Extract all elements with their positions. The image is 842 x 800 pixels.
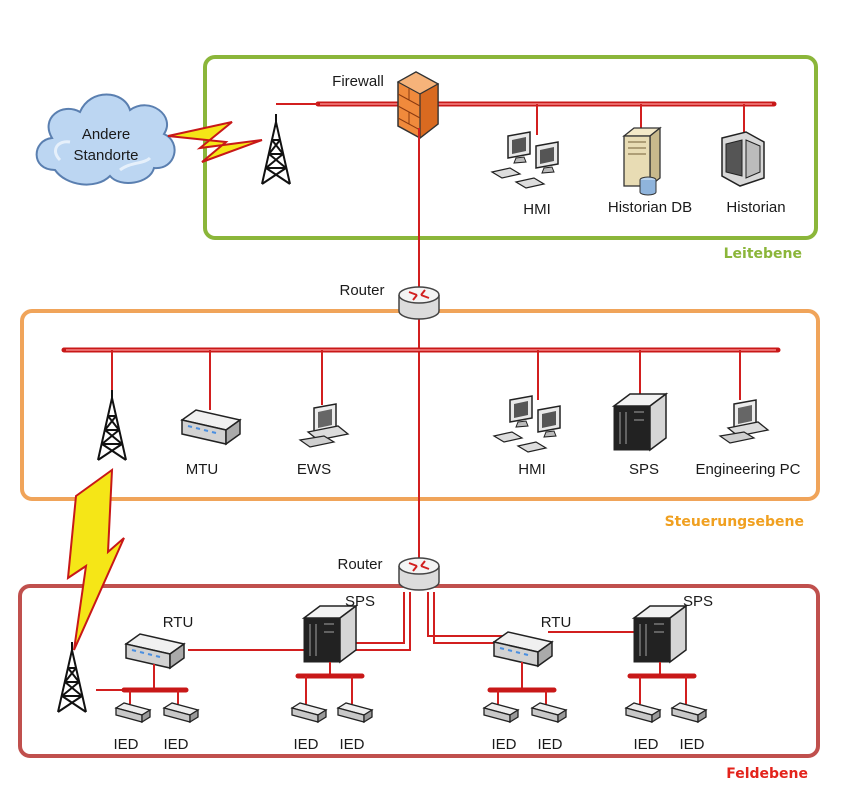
label-mtu: MTU [186, 461, 219, 478]
label-ied-7: IED [633, 736, 658, 753]
firewall-icon [396, 71, 440, 140]
label-router-bottom: Router [337, 556, 382, 573]
router-icon-top [398, 286, 440, 320]
lightning-icon [167, 121, 263, 163]
label-historian: Historian [726, 199, 785, 216]
label-ied-3: IED [293, 736, 318, 753]
label-sps-feld-1: SPS [345, 593, 375, 610]
ews-icon [299, 403, 349, 448]
mtu-icon [181, 409, 241, 445]
historian-db-icon [623, 127, 661, 196]
label-ied-6: IED [537, 736, 562, 753]
label-router-top: Router [339, 282, 384, 299]
historian-icon [721, 131, 765, 187]
zone-label-steuerungsebene: Steuerungsebene [665, 514, 804, 530]
label-hmi-leit: HMI [523, 201, 551, 218]
label-historian-db: Historian DB [608, 199, 692, 216]
ied-icon-4 [337, 702, 373, 723]
label-sps-steuer: SPS [629, 461, 659, 478]
hmi-icon-steuer [493, 395, 561, 453]
ied-icon-8 [671, 702, 707, 723]
ied-icon-7 [625, 702, 661, 723]
rtu-icon-1 [125, 633, 185, 669]
label-ied-1: IED [113, 736, 138, 753]
zone-label-feldebene: Feldebene [726, 766, 808, 782]
engineering-pc-icon [719, 399, 769, 444]
ied-icon-1 [115, 702, 151, 723]
feldebene-frame [18, 584, 820, 758]
cloud-label-line1: Andere [82, 126, 130, 143]
rtu-icon-2 [493, 631, 553, 667]
cloud-icon [35, 93, 176, 186]
label-ews: EWS [297, 461, 331, 478]
radio-tower-icon [261, 113, 291, 185]
zone-label-leitebene: Leitebene [724, 246, 802, 262]
lightning-icon-large [66, 467, 125, 651]
sps-icon [613, 393, 667, 451]
ied-icon-5 [483, 702, 519, 723]
ied-icon-3 [291, 702, 327, 723]
ied-icon-6 [531, 702, 567, 723]
label-rtu-1: RTU [163, 614, 194, 631]
ied-icon-2 [163, 702, 199, 723]
label-rtu-2: RTU [541, 614, 572, 631]
cloud-label-line2: Standorte [73, 147, 138, 164]
radio-tower-icon-steuer [97, 389, 127, 461]
hmi-icon [491, 131, 559, 189]
label-sps-feld-2: SPS [683, 593, 713, 610]
router-icon-bottom [398, 557, 440, 591]
label-hmi-steuer: HMI [518, 461, 546, 478]
label-firewall: Firewall [332, 73, 384, 90]
label-ied-8: IED [679, 736, 704, 753]
label-engineering-pc: Engineering PC [695, 461, 800, 478]
radio-tower-icon-feld [57, 641, 87, 713]
sps-icon-feld-1 [303, 605, 357, 663]
label-ied-4: IED [339, 736, 364, 753]
label-ied-5: IED [491, 736, 516, 753]
sps-icon-feld-2 [633, 605, 687, 663]
label-ied-2: IED [163, 736, 188, 753]
